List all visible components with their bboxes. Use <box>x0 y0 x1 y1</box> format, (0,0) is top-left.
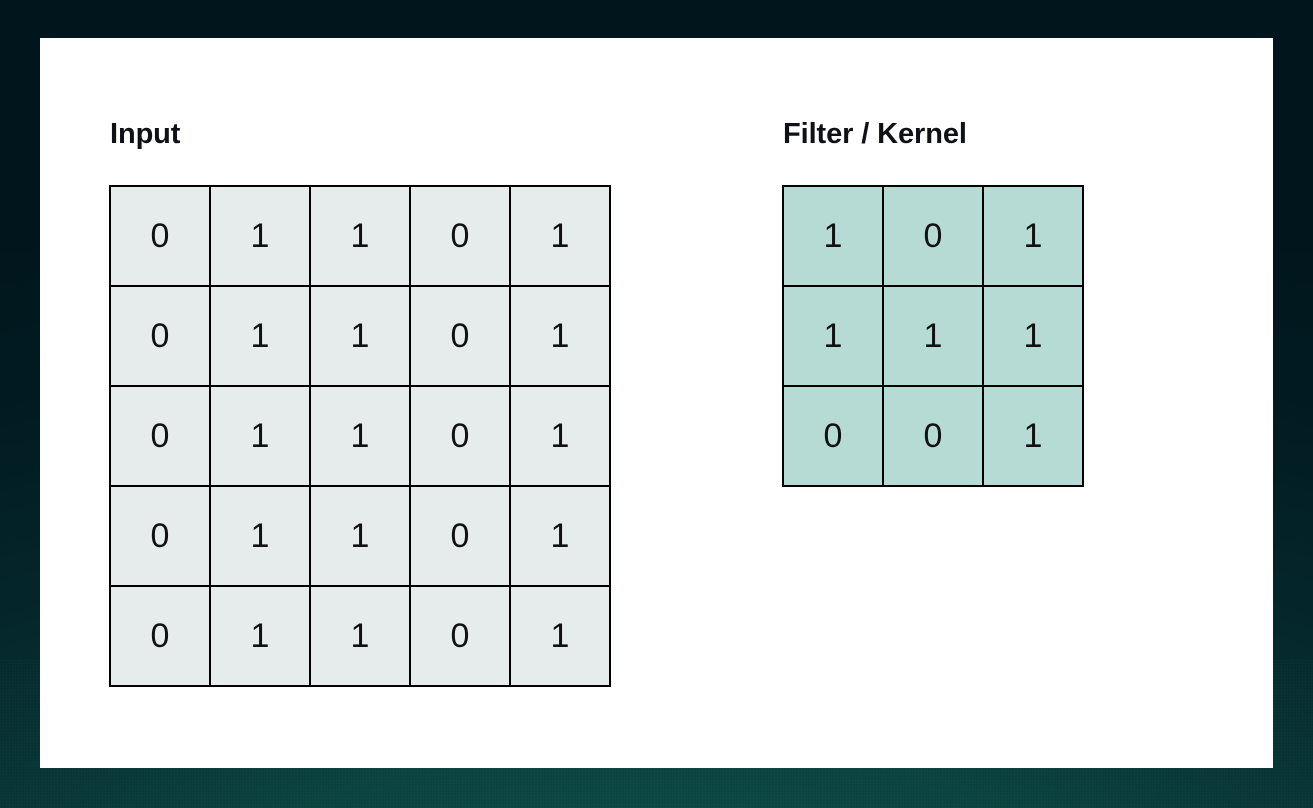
input-matrix-cell: 0 <box>411 587 511 687</box>
input-matrix-cell: 0 <box>411 187 511 287</box>
kernel-matrix-cell: 0 <box>884 387 984 487</box>
kernel-matrix-cell: 0 <box>884 187 984 287</box>
input-matrix-cell: 1 <box>511 287 611 387</box>
kernel-matrix-cell: 1 <box>984 287 1084 387</box>
input-matrix-cell: 0 <box>111 487 211 587</box>
input-matrix-cell: 0 <box>411 287 511 387</box>
kernel-matrix-cell: 1 <box>884 287 984 387</box>
kernel-matrix-cell: 1 <box>984 187 1084 287</box>
input-matrix-cell: 1 <box>311 487 411 587</box>
kernel-matrix-cell: 1 <box>784 187 884 287</box>
input-matrix-cell: 1 <box>511 487 611 587</box>
input-matrix-cell: 1 <box>511 587 611 687</box>
input-matrix-cell: 1 <box>511 187 611 287</box>
input-matrix-cell: 0 <box>111 187 211 287</box>
input-matrix-cell: 1 <box>311 187 411 287</box>
input-matrix-cell: 1 <box>211 387 311 487</box>
input-matrix-cell: 0 <box>111 287 211 387</box>
input-matrix-cell: 1 <box>511 387 611 487</box>
input-matrix-cell: 1 <box>211 287 311 387</box>
kernel-panel-title: Filter / Kernel <box>783 118 967 150</box>
input-panel-title: Input <box>110 118 181 150</box>
input-matrix-cell: 0 <box>411 487 511 587</box>
input-matrix-cell: 1 <box>211 587 311 687</box>
input-matrix-cell: 0 <box>111 587 211 687</box>
input-matrix-cell: 1 <box>311 587 411 687</box>
kernel-matrix-cell: 1 <box>784 287 884 387</box>
input-matrix-cell: 0 <box>411 387 511 487</box>
kernel-matrix-cell: 1 <box>984 387 1084 487</box>
input-matrix-cell: 1 <box>211 487 311 587</box>
input-matrix-cell: 0 <box>111 387 211 487</box>
kernel-matrix-cell: 0 <box>784 387 884 487</box>
input-matrix-cell: 1 <box>311 387 411 487</box>
input-matrix-cell: 1 <box>311 287 411 387</box>
input-matrix-cell: 1 <box>211 187 311 287</box>
